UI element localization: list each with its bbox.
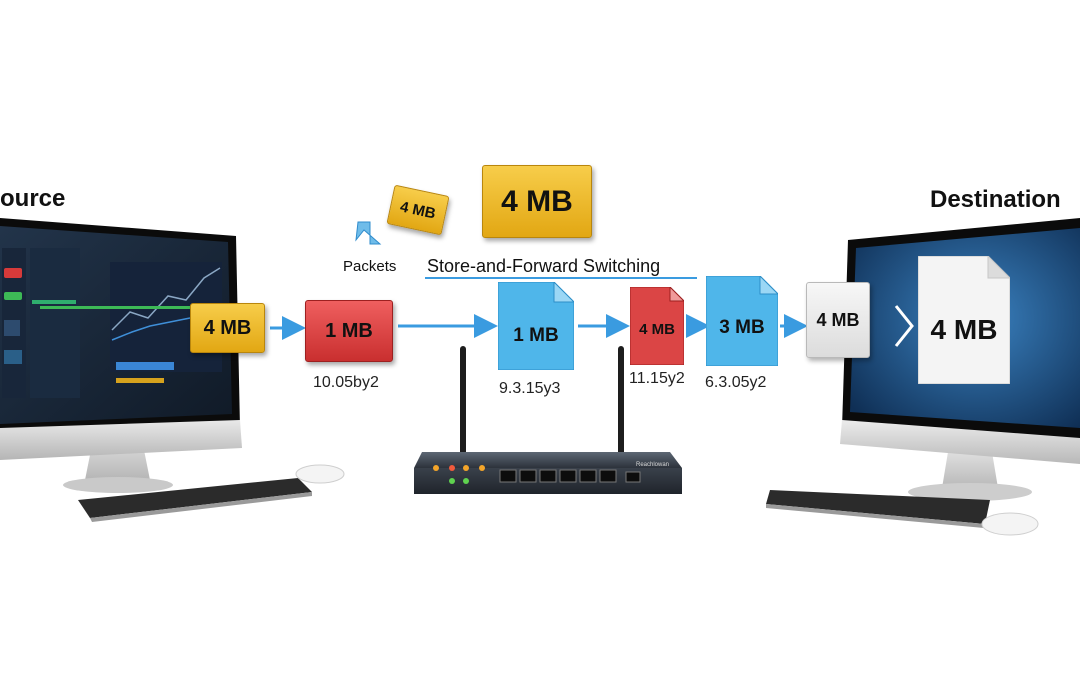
destination-file-label: 4 MB [930, 314, 998, 345]
packet-blue-1 [498, 282, 574, 370]
packet-red-2-label: 4 MB [639, 321, 675, 338]
packet-top-large: 4 MB [482, 165, 592, 238]
packet-blue-3-sublabel: 6.3.05y2 [705, 374, 767, 391]
source-label: ource [0, 185, 66, 212]
packets-label: Packets [343, 258, 397, 275]
destination-computer-illustration [766, 218, 1080, 536]
packet-red-2-sublabel: 11.15y2 [629, 370, 685, 387]
diagram-title: Store-and-Forward Switching [427, 256, 661, 276]
router-antenna-left [460, 346, 466, 458]
router-ports [499, 469, 641, 483]
packet-grey: 4 MB [806, 282, 870, 358]
packet-source-file: 4 MB [190, 303, 265, 353]
destination-file-icon [918, 256, 1010, 384]
packet-red-2 [630, 287, 684, 365]
destination-label: Destination [930, 186, 1061, 213]
router-antenna-right [618, 346, 624, 458]
packet-blue-1-label: 1 MB [513, 325, 559, 346]
packet-red-1: 1 MB [305, 300, 393, 362]
source-computer-illustration [0, 218, 345, 522]
router: Reachlowan [414, 346, 682, 494]
router-brand: Reachlowan [636, 462, 669, 468]
packet-red-1-sublabel: 10.05by2 [313, 374, 379, 391]
packet-blue-1-sublabel: 9.3.15y3 [499, 380, 561, 397]
packets-pointer-icon [355, 221, 382, 245]
packet-blue-3-label: 3 MB [719, 317, 765, 338]
packet-blue-3 [706, 276, 778, 366]
